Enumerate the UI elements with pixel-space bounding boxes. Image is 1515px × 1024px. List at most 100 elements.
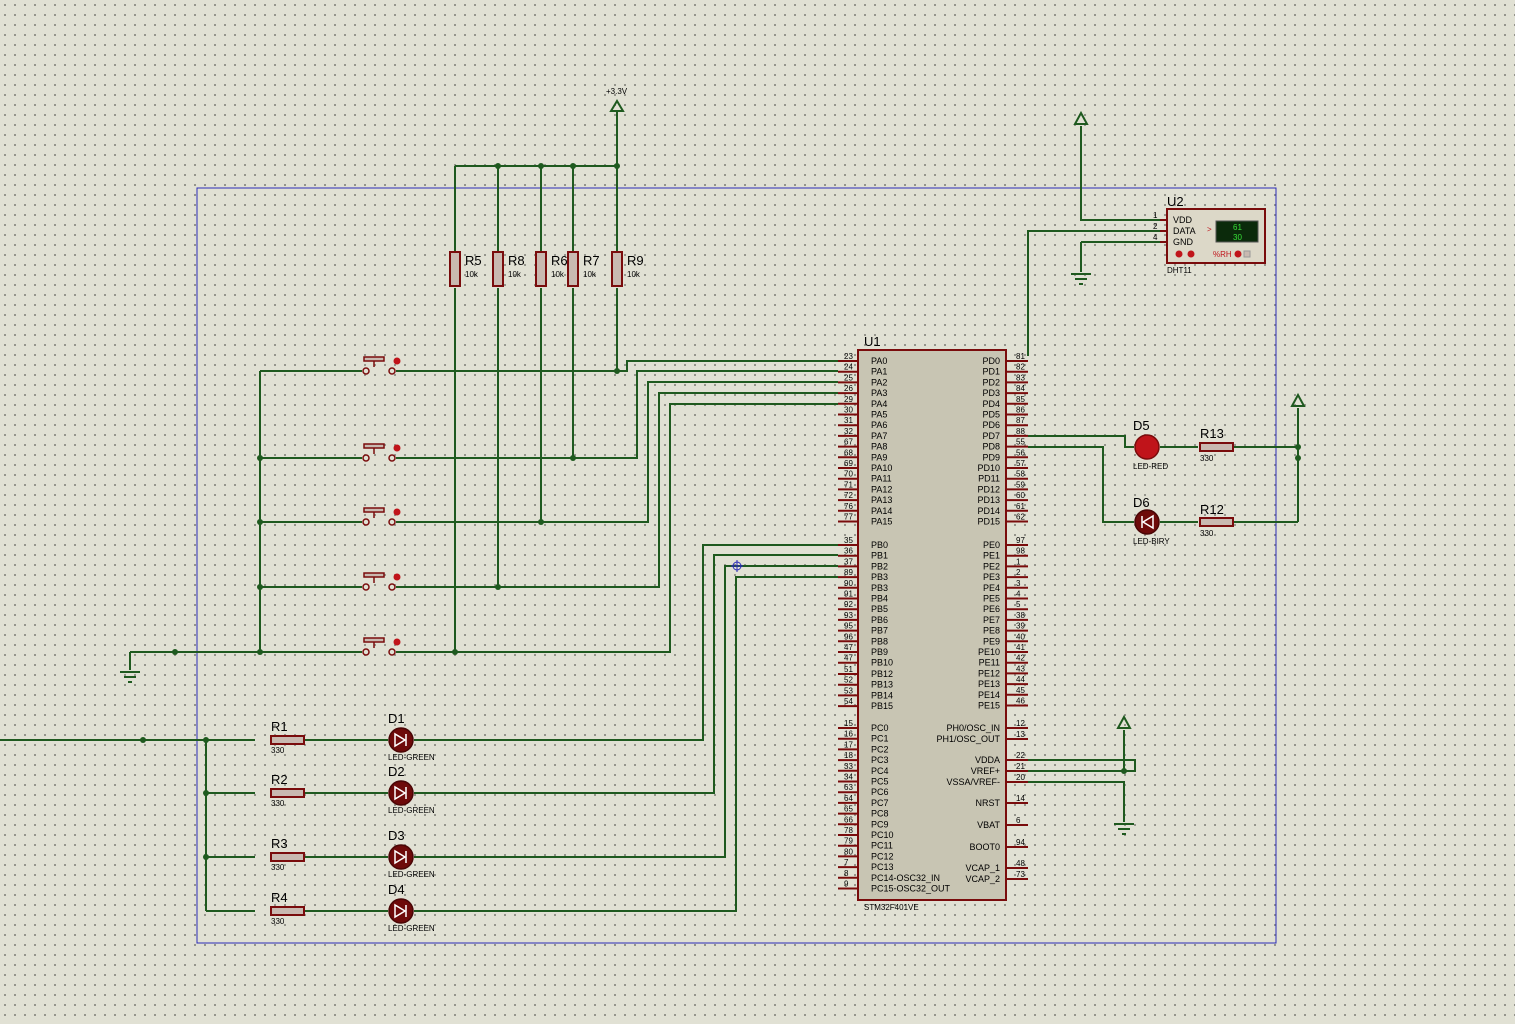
mcu-pin-label: PD2 (982, 377, 1000, 387)
mcu-pin-number: 26 (844, 384, 853, 393)
led-type: LED-GREEN (388, 806, 435, 815)
mcu-pin-label: PA11 (871, 474, 892, 484)
ground-symbol-vssa[interactable] (1114, 823, 1134, 835)
led-resistor-ref: R12 (1200, 502, 1224, 517)
mcu-pin-label: PA7 (871, 431, 887, 441)
power-terminal-sensor[interactable] (1073, 110, 1089, 125)
mcu-pin-number: 90 (844, 579, 853, 588)
mcu-pin-label: PD4 (982, 399, 1000, 409)
mcu-pin-label: PC3 (871, 755, 889, 765)
resistor-r6[interactable]: R6 10k (535, 251, 568, 287)
mcu-pin-label: PA15 (871, 517, 892, 527)
led-type: LED-GREEN (388, 753, 435, 762)
resistor-value: 10k (465, 270, 479, 279)
mcu-pin-number: 76 (844, 502, 853, 511)
resistor-r5[interactable]: R5 10k (449, 251, 482, 287)
mcu-pin-number: 88 (1016, 427, 1025, 436)
led-type: LED-BIRY (1133, 537, 1170, 546)
led-resistor-ref: R13 (1200, 426, 1224, 441)
supply-symbol[interactable]: +3.3V (606, 87, 628, 112)
led-resistor-value: 330 (1200, 454, 1214, 463)
dht11-sensor[interactable]: U2 DHT11 1 2 4 VDD DATA GND 61 30 > %RH (1153, 194, 1266, 275)
mcu-pin-label: PE2 (983, 561, 1000, 571)
mcu-pin-number: 20 (1016, 773, 1025, 782)
led-d5[interactable]: D5 LED-RED R13 330 (1133, 418, 1234, 471)
ground-symbol-sensor[interactable] (1071, 273, 1091, 285)
mcu-pin-number: 52 (844, 676, 853, 685)
led-resistor-value: 330 (271, 863, 285, 872)
mcu-pin-number: 96 (844, 632, 853, 641)
sensor-toggle-icon[interactable] (1243, 250, 1251, 258)
mcu-pin-label: PB10 (871, 658, 893, 668)
sensor-pin-label: DATA (1173, 226, 1196, 236)
power-terminal-vdda[interactable] (1116, 714, 1132, 729)
probe-cursor-icon (731, 560, 743, 572)
pushbutton-3[interactable] (362, 507, 401, 526)
mcu-pin-label: PD6 (982, 420, 1000, 430)
sensor-button-icon[interactable] (1234, 250, 1242, 258)
power-terminal-right[interactable] (1290, 392, 1306, 407)
mcu-pin-number: 59 (1016, 480, 1025, 489)
mcu-pin-label: PC9 (871, 819, 889, 829)
mcu-pin-number: 64 (844, 794, 853, 803)
resistor-ref: R7 (583, 253, 600, 268)
mcu-pin-label: VREF+ (971, 766, 1000, 776)
pushbutton-5[interactable] (362, 637, 401, 656)
resistor-r8[interactable]: R8 10k (492, 251, 525, 287)
mcu-pin-label: PA9 (871, 452, 887, 462)
mcu-pin-label: PE10 (978, 647, 1000, 657)
mcu-pin-number: 3 (1016, 579, 1021, 588)
led-d6[interactable]: D6 LED-BIRY R12 330 (1133, 495, 1234, 546)
mcu-pin-number: 12 (1016, 719, 1025, 728)
sensor-pin-label: VDD (1173, 215, 1193, 225)
led-resistor-value: 330 (271, 799, 285, 808)
mcu-pin-number: 24 (844, 363, 853, 372)
resistor-r9[interactable]: R9 10k (611, 251, 644, 287)
mcu-pin-label: PA14 (871, 506, 892, 516)
resistor-value: 10k (508, 270, 522, 279)
mcu-pin-label: PD15 (977, 517, 1000, 527)
mcu-pin-number: 66 (844, 815, 853, 824)
mcu-pin-label: PA4 (871, 399, 887, 409)
mcu-pin-number: 55 (1016, 438, 1025, 447)
mcu-pin-number: 23 (844, 352, 853, 361)
mcu-pin-label: PE5 (983, 594, 1000, 604)
led-resistor-value: 330 (1200, 529, 1214, 538)
mcu-pin-label: PA5 (871, 410, 887, 420)
led-row-3[interactable]: R3 330 D3 LED-GREEN (270, 828, 435, 879)
sensor-button-icon[interactable] (1175, 250, 1183, 258)
mcu-pin-label: PC4 (871, 766, 889, 776)
mcu-pin-number: 34 (844, 773, 853, 782)
mcu-pin-label: PB9 (871, 647, 888, 657)
mcu-pin-label: PA3 (871, 388, 887, 398)
pushbutton-4[interactable] (362, 572, 401, 591)
mcu-pin-number: 22 (1016, 751, 1025, 760)
led-row-1[interactable]: R1 330 D1 LED-GREEN (270, 711, 435, 762)
led-row-4[interactable]: R4 330 D4 LED-GREEN (270, 882, 435, 933)
mcu-pin-number: 89 (844, 568, 853, 577)
ground-symbol-buttons[interactable] (120, 671, 140, 683)
led-row-2[interactable]: R2 330 D2 LED-GREEN (270, 764, 435, 815)
mcu-pin-number: 29 (844, 395, 853, 404)
mcu-pin-label: PB12 (871, 669, 893, 679)
pushbutton-1[interactable] (362, 356, 401, 375)
arrow-right-icon[interactable]: > (1207, 225, 1212, 234)
mcu-pin-label: PE14 (978, 690, 1000, 700)
sensor-pin-num: 1 (1153, 211, 1158, 220)
mcu-pin-label: PC13 (871, 862, 894, 872)
pushbutton-2[interactable] (362, 443, 401, 462)
mcu-pin-label: PB6 (871, 615, 888, 625)
mcu-pin-label: VSSA/VREF- (946, 777, 1000, 787)
mcu-pin-label: PD12 (977, 484, 1000, 494)
mcu-pin-number: 33 (844, 762, 853, 771)
resistor-r7[interactable]: R7 10k (567, 251, 600, 287)
mcu-pin-label: PB3 (871, 583, 888, 593)
led-ref: D1 (388, 711, 405, 726)
mcu-pin-label: PE6 (983, 604, 1000, 614)
sensor-button-icon[interactable] (1187, 250, 1195, 258)
mcu-pin-number: 80 (844, 847, 853, 856)
mcu-pin-number: 97 (1016, 536, 1025, 545)
mcu-pin-label: VDDA (975, 755, 1000, 765)
